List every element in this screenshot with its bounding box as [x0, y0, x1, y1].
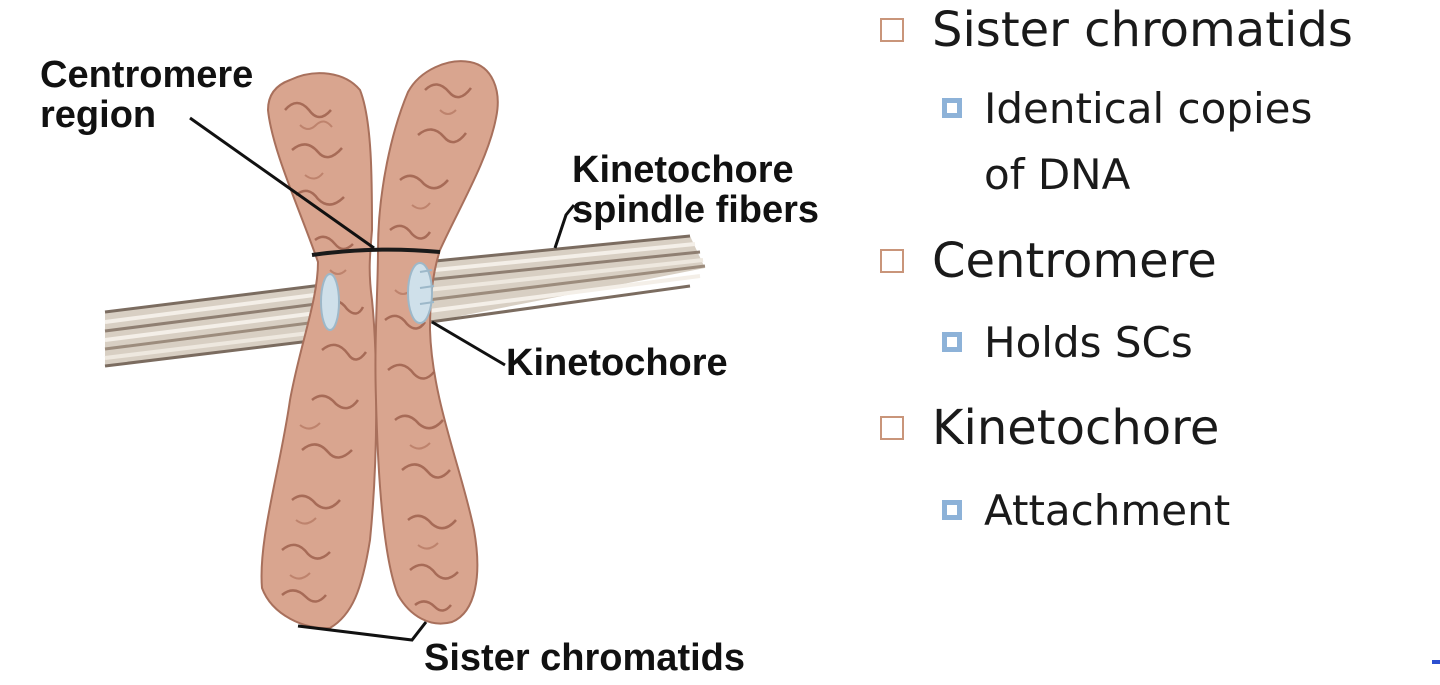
square-bullet-icon: [880, 416, 904, 440]
bullet-text: Centromere: [932, 233, 1217, 289]
square-bullet-icon: [880, 249, 904, 273]
sub-bullet-holds-scs: Holds SCs: [942, 314, 1193, 370]
bullet-text: Kinetochore: [932, 400, 1220, 456]
kinetochore-leader-line: [431, 320, 506, 367]
bullet-sister-chromatids: Sister chromatids: [880, 2, 1353, 58]
centromere-leader-line: [189, 116, 375, 250]
square-bullet-icon: [880, 18, 904, 42]
sub-bullet-text: Attachment: [984, 485, 1231, 535]
sub-bullet-continuation: of DNA: [942, 146, 1130, 202]
bullet-text: Sister chromatids: [932, 2, 1353, 58]
label-kinetochore-spindle-line1: Kinetochore: [572, 149, 794, 191]
bullet-kinetochore: Kinetochore: [880, 400, 1219, 456]
label-kinetochore-spindle-line2: spindle fibers: [572, 189, 819, 231]
centromere-band: [311, 247, 441, 257]
bullet-centromere: Centromere: [880, 233, 1217, 289]
label-centromere-region-line2: region: [40, 94, 156, 136]
spindle-leader-line: [553, 204, 576, 249]
spindle-fibers-right: [424, 234, 706, 324]
sub-bullet-text: Holds SCs: [984, 317, 1193, 367]
kinetochore-left: [320, 273, 340, 331]
filled-square-bullet-icon: [942, 98, 962, 118]
sub-bullet-attachment: Attachment: [942, 482, 1230, 538]
label-centromere-region-line1: Centromere: [40, 54, 253, 96]
left-chromatid: [260, 72, 378, 630]
kinetochore-right: [407, 262, 435, 324]
filled-square-bullet-icon: [942, 332, 962, 352]
cursor-mark-icon: [1432, 660, 1440, 664]
label-sister-chromatids: Sister chromatids: [424, 637, 745, 679]
sub-bullet-text: Identical copies: [984, 83, 1313, 133]
chromosome-diagram: Centromere region Kinetochore spindle fi…: [40, 54, 819, 679]
filled-square-bullet-icon: [942, 500, 962, 520]
label-kinetochore: Kinetochore: [506, 342, 728, 384]
sub-bullet-identical-copies: Identical copies: [942, 80, 1312, 136]
sister-chromatids-bracket: [297, 621, 428, 642]
sub-bullet-text: of DNA: [984, 149, 1131, 199]
spindle-fibers-left: [104, 282, 336, 368]
right-chromatid: [374, 60, 499, 625]
bullet-list: Sister chromatids Identical copies of DN…: [880, 0, 1440, 685]
